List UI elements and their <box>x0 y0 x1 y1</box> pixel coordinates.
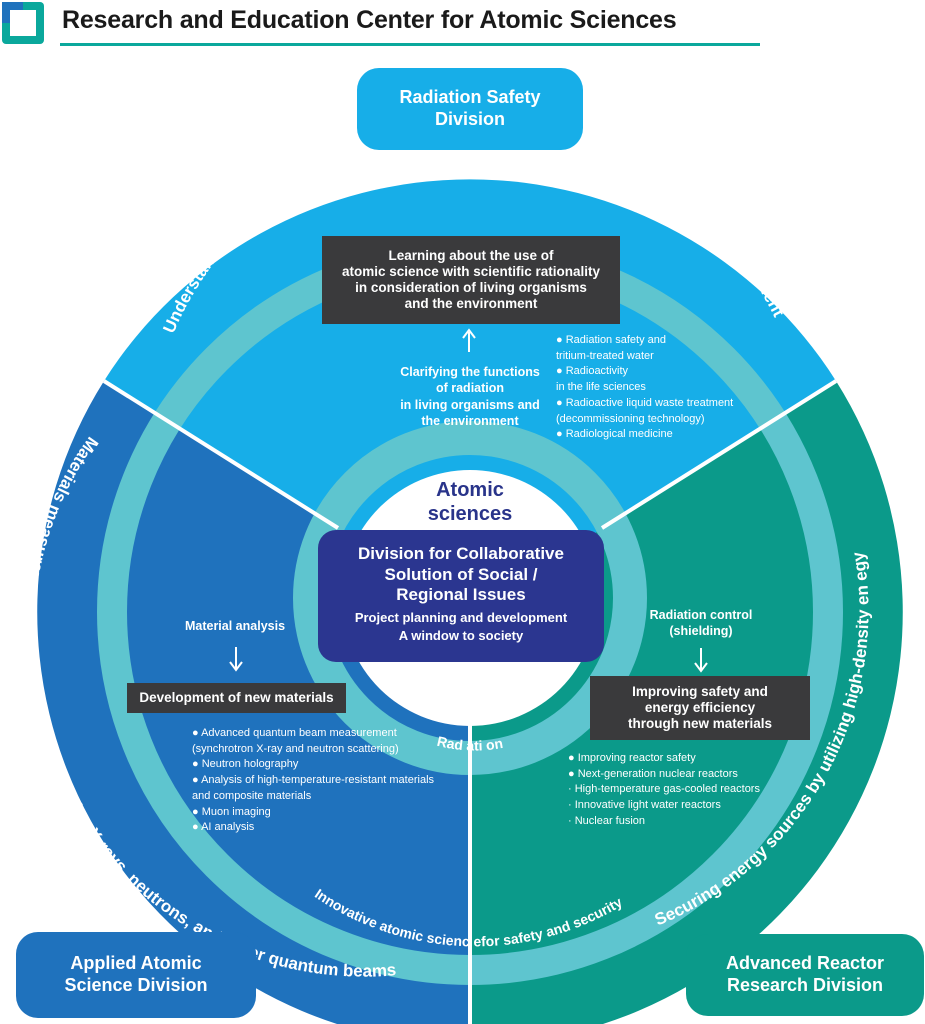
radiation-safety-division: Radiation Safety Division <box>357 68 583 150</box>
left-goal-box: Development of new materials <box>127 683 346 713</box>
title-rule <box>60 43 760 46</box>
left-label: Material analysis <box>184 619 286 633</box>
arrow-up-icon <box>462 328 476 352</box>
collaborative-division-box: Division for Collaborative Solution of S… <box>318 530 604 662</box>
right-goal-box: Improving safety and energy efficiency t… <box>590 676 810 740</box>
logo-icon <box>2 2 44 44</box>
top-goal-box: Learning about the use of atomic science… <box>322 236 620 324</box>
page-title: Research and Education Center for Atomic… <box>62 6 677 34</box>
top-label: Clarifying the functions of radiation in… <box>400 365 540 428</box>
top-bullets: ● Radiation safety and tritium-treated w… <box>556 334 734 441</box>
atomic-sciences-title: Atomic sciences <box>427 479 513 525</box>
applied-atomic-science-division: Applied Atomic Science Division <box>16 932 256 1018</box>
ring-text-radiation: Rad ati on <box>436 733 504 754</box>
right-bullets: ● Improving reactor safety ● Next-genera… <box>568 752 760 827</box>
arrow-down-icon-right <box>694 648 708 673</box>
advanced-reactor-research-division: Advanced Reactor Research Division <box>686 934 924 1016</box>
arrow-down-icon-left <box>229 647 243 672</box>
left-bullets: ● Advanced quantum beam measurement (syn… <box>192 727 435 834</box>
right-label: Radiation control (shielding) <box>649 608 753 639</box>
